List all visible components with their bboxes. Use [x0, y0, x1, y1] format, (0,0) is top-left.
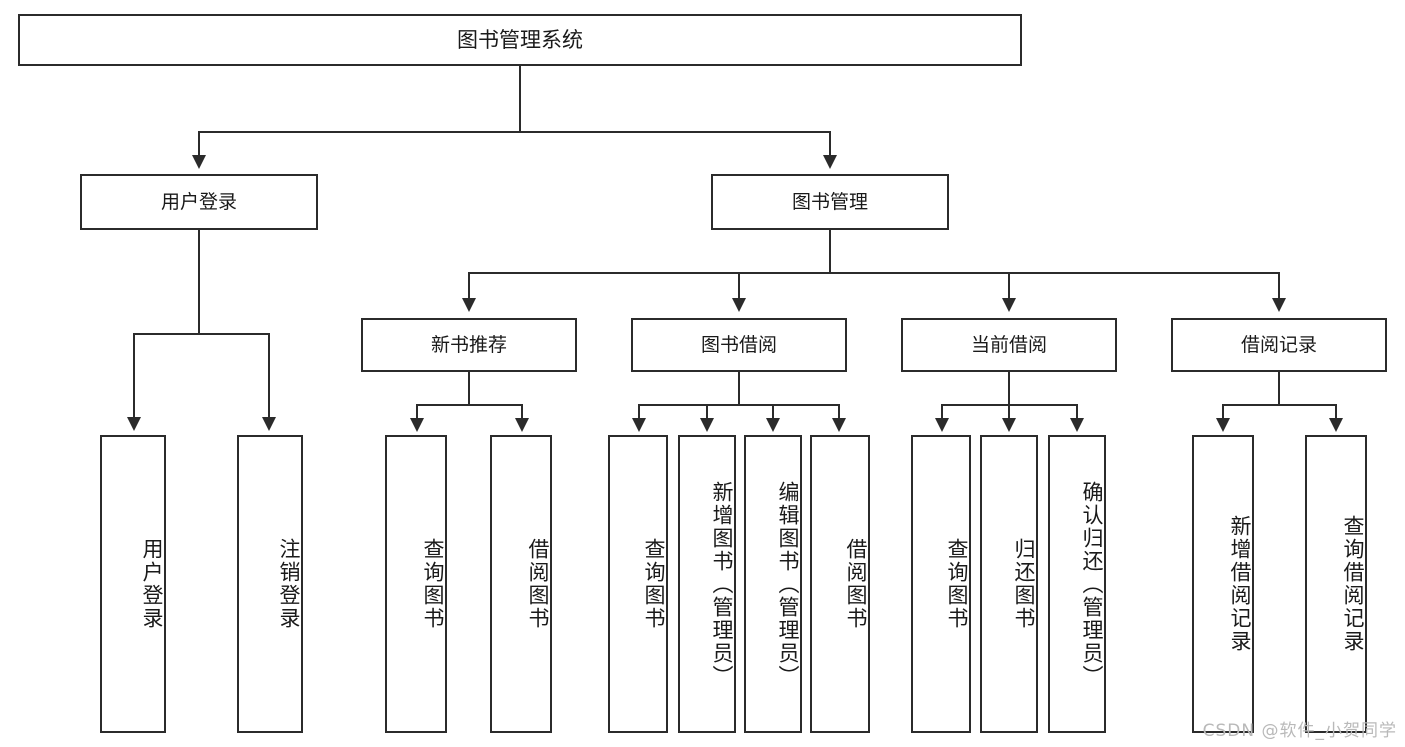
connector-root-stem — [519, 66, 521, 133]
node-label: 借阅记录 — [1240, 333, 1317, 356]
connector-bb-child-2 — [772, 404, 774, 420]
leaf-label: 查询图书 — [642, 538, 666, 630]
connector-br-bus — [1222, 404, 1335, 406]
leaf-bb-add-book-admin[interactable]: 新增图书（管理员） — [678, 435, 736, 733]
connector-nbr-bus — [416, 404, 521, 406]
leaf-br-add-record[interactable]: 新增借阅记录 — [1192, 435, 1254, 733]
leaf-user-login-login[interactable]: 用户登录 — [100, 435, 166, 733]
arrow-root-to-user-login — [192, 155, 206, 169]
node-root-book-management-system[interactable]: 图书管理系统 — [18, 14, 1022, 66]
node-label: 新书推荐 — [430, 333, 507, 356]
arrow-br-child-1 — [1329, 418, 1343, 432]
connector-br-child-0 — [1222, 404, 1224, 420]
leaf-label: 借阅图书 — [526, 538, 550, 630]
arrow-bb-child-1 — [700, 418, 714, 432]
connector-nbr-child-0 — [416, 404, 418, 420]
node-label: 图书管理 — [791, 190, 868, 213]
connector-book-management-stem — [829, 230, 831, 274]
leaf-label: 查询借阅记录 — [1341, 515, 1365, 653]
arrow-nbr-child-0 — [410, 418, 424, 432]
leaf-label: 新增图书（管理员） — [710, 480, 734, 688]
node-group-book-borrow[interactable]: 图书借阅 — [631, 318, 847, 372]
connector-cb-child-0 — [941, 404, 943, 420]
arrow-bb-child-2 — [766, 418, 780, 432]
connector-bb-stem — [738, 372, 740, 406]
leaf-cb-return-book[interactable]: 归还图书 — [980, 435, 1038, 733]
arrow-cb-child-1 — [1002, 418, 1016, 432]
connector-user-login-bus — [133, 333, 268, 335]
node-label: 图书管理系统 — [457, 27, 583, 52]
leaf-label: 确认归还（管理员） — [1080, 480, 1104, 688]
connector-root-to-book-management — [829, 131, 831, 157]
leaf-bb-edit-book-admin[interactable]: 编辑图书（管理员） — [744, 435, 802, 733]
node-book-management[interactable]: 图书管理 — [711, 174, 949, 230]
leaf-cb-confirm-return-admin[interactable]: 确认归还（管理员） — [1048, 435, 1106, 733]
connector-br-child-1 — [1335, 404, 1337, 420]
connector-cb-stem — [1008, 372, 1010, 406]
connector-cb-child-1 — [1008, 404, 1010, 420]
node-user-login[interactable]: 用户登录 — [80, 174, 318, 230]
leaf-nbr-query-book[interactable]: 查询图书 — [385, 435, 447, 733]
leaf-label: 归还图书 — [1012, 538, 1036, 630]
connector-bm-to-current-borrow — [1008, 272, 1010, 300]
node-group-new-book-recommend[interactable]: 新书推荐 — [361, 318, 577, 372]
leaf-label: 查询图书 — [421, 538, 445, 630]
connector-bm-to-book-borrow — [738, 272, 740, 300]
arrow-user-login-child-0 — [127, 417, 141, 431]
leaf-label: 查询图书 — [945, 538, 969, 630]
leaf-bb-query-book[interactable]: 查询图书 — [608, 435, 668, 733]
connector-book-management-bus — [468, 272, 1278, 274]
node-label: 图书借阅 — [700, 333, 777, 356]
leaf-cb-query-book[interactable]: 查询图书 — [911, 435, 971, 733]
connector-nbr-stem — [468, 372, 470, 406]
connector-cb-child-2 — [1076, 404, 1078, 420]
connector-root-bus — [198, 131, 831, 133]
arrow-bm-to-new-book — [462, 298, 476, 312]
arrow-br-child-0 — [1216, 418, 1230, 432]
node-label: 当前借阅 — [970, 333, 1047, 356]
connector-bm-to-borrow-record — [1278, 272, 1280, 300]
arrow-bm-to-borrow-record — [1272, 298, 1286, 312]
node-label: 用户登录 — [160, 190, 237, 213]
arrow-bb-child-3 — [832, 418, 846, 432]
arrow-nbr-child-1 — [515, 418, 529, 432]
leaf-label: 注销登录 — [277, 538, 301, 630]
node-group-current-borrow[interactable]: 当前借阅 — [901, 318, 1117, 372]
connector-nbr-child-1 — [521, 404, 523, 420]
arrow-cb-child-2 — [1070, 418, 1084, 432]
arrow-bm-to-current-borrow — [1002, 298, 1016, 312]
connector-bb-bus — [638, 404, 838, 406]
connector-br-stem — [1278, 372, 1280, 406]
arrow-bm-to-book-borrow — [732, 298, 746, 312]
leaf-nbr-borrow-book[interactable]: 借阅图书 — [490, 435, 552, 733]
leaf-br-query-record[interactable]: 查询借阅记录 — [1305, 435, 1367, 733]
leaf-label: 新增借阅记录 — [1228, 515, 1252, 653]
arrow-bb-child-0 — [632, 418, 646, 432]
connector-user-login-stem — [198, 230, 200, 335]
leaf-label: 编辑图书（管理员） — [776, 480, 800, 688]
leaf-bb-borrow-book[interactable]: 借阅图书 — [810, 435, 870, 733]
leaf-user-login-logout[interactable]: 注销登录 — [237, 435, 303, 733]
connector-user-login-child-0 — [133, 333, 135, 419]
arrow-cb-child-0 — [935, 418, 949, 432]
connector-bb-child-3 — [838, 404, 840, 420]
leaf-label: 借阅图书 — [844, 538, 868, 630]
connector-user-login-child-1 — [268, 333, 270, 419]
node-group-borrow-record[interactable]: 借阅记录 — [1171, 318, 1387, 372]
arrow-user-login-child-1 — [262, 417, 276, 431]
leaf-label: 用户登录 — [140, 538, 164, 630]
arrow-root-to-book-management — [823, 155, 837, 169]
connector-bm-to-new-book — [468, 272, 470, 300]
connector-bb-child-0 — [638, 404, 640, 420]
connector-bb-child-1 — [706, 404, 708, 420]
connector-root-to-user-login — [198, 131, 200, 157]
